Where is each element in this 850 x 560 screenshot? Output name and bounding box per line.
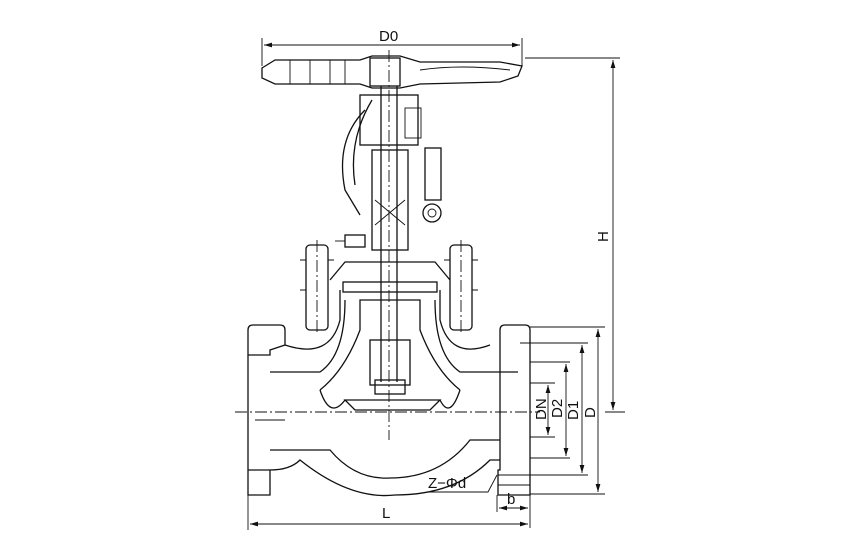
bonnet-bolts <box>300 240 478 335</box>
handwheel <box>261 55 523 89</box>
stem <box>380 50 398 440</box>
dimension-L: L <box>247 495 528 530</box>
label-D1: D1 <box>565 401 582 420</box>
label-L: L <box>382 505 390 522</box>
dimension-b: b <box>496 491 531 528</box>
yoke <box>335 94 442 251</box>
label-D: D <box>582 407 599 418</box>
label-z-phi-d: Z−Φd <box>428 475 466 492</box>
dimension-D0: D0 <box>261 28 523 66</box>
bolt-hole-callout: Z−Φd <box>428 474 498 493</box>
label-b: b <box>507 491 515 508</box>
dimension-H: H <box>525 57 625 413</box>
valve-body <box>235 290 540 497</box>
label-DN: DN <box>533 398 550 420</box>
dimension-flange: DN D2 D1 D <box>520 326 605 495</box>
label-H: H <box>595 231 612 242</box>
label-D2: D2 <box>549 399 566 418</box>
label-D0: D0 <box>379 28 398 45</box>
